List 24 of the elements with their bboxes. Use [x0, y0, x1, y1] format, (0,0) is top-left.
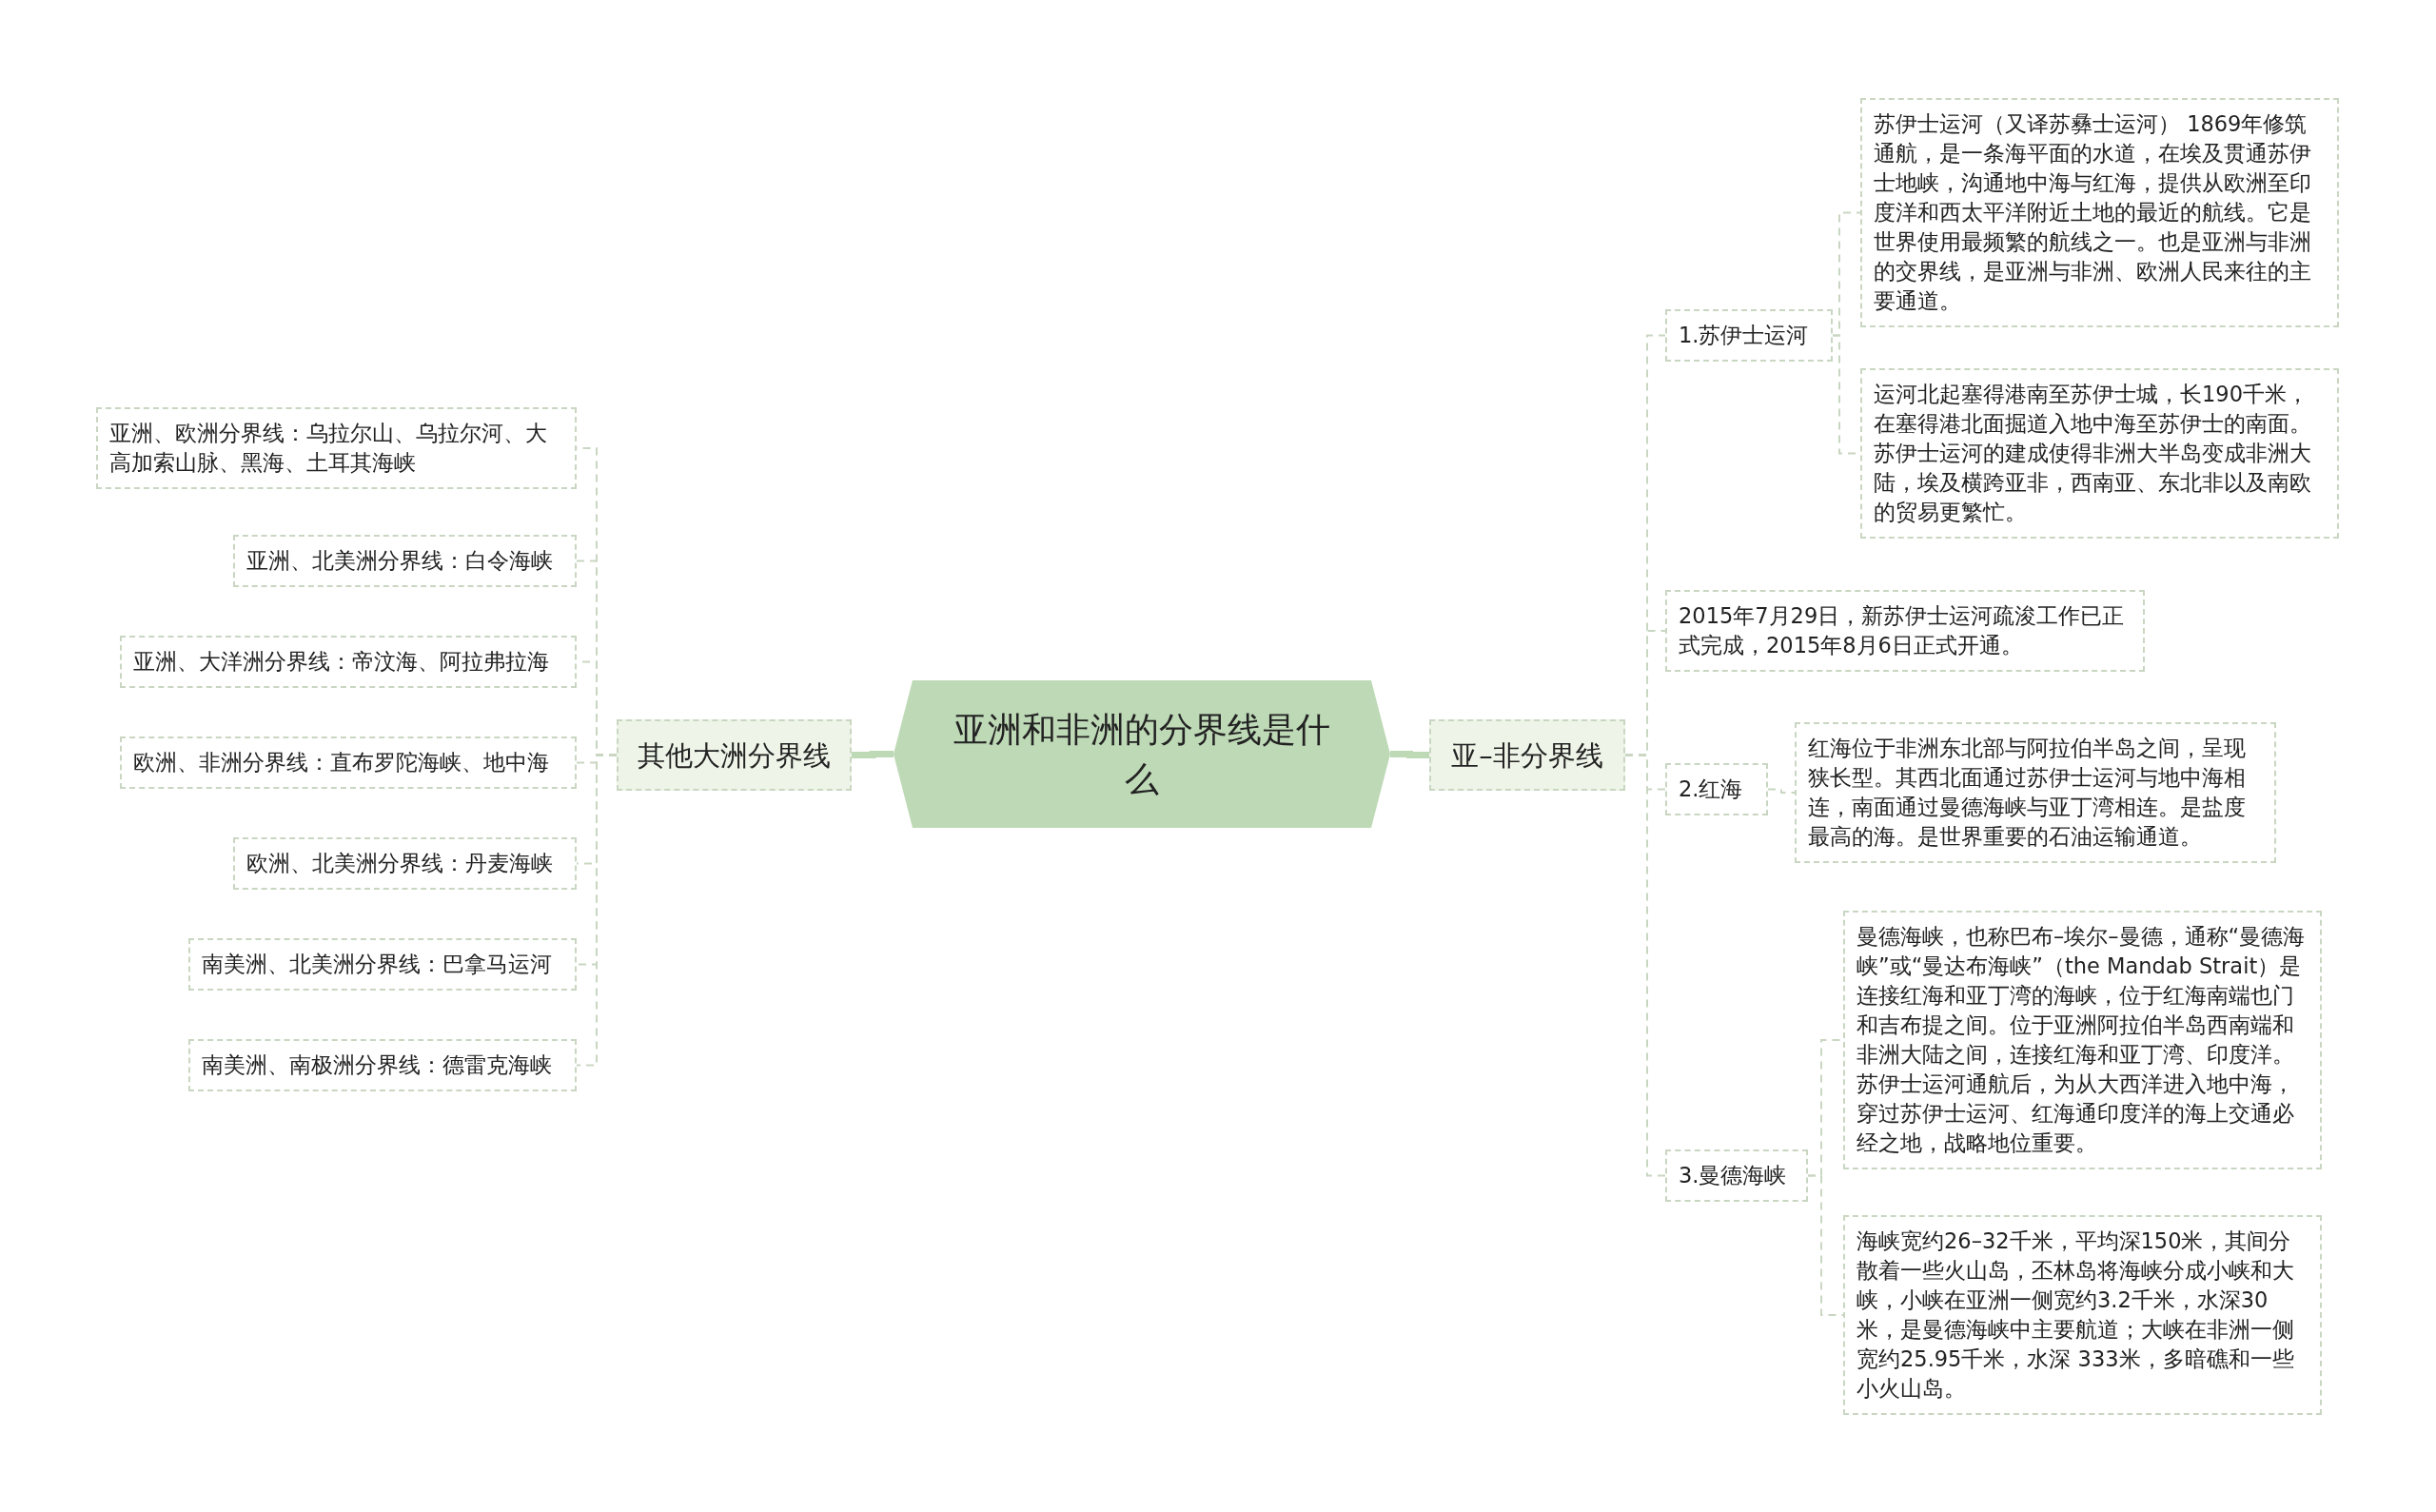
- connector-line: [576, 754, 618, 1067]
- topic-box: 2.红海: [1665, 763, 1768, 815]
- topic-box: 欧洲、北美洲分界线：丹麦海峡: [233, 837, 577, 890]
- topic-hexagon: 亚洲和非洲的分界线是什么: [894, 680, 1390, 828]
- topic-box: 1.苏伊士运河: [1665, 309, 1833, 362]
- topic-box: 苏伊士运河（又译苏彝士运河） 1869年修筑通航，是一条海平面的水道，在埃及贯通苏伊士地峡，沟通地中海与红海，提供从欧洲至印度洋和西太平洋附近土地的最近的航线。它是世界使用最频繁的航线之一。也是亚洲与非洲的交界线，是亚洲与非洲、欧洲人民来往的主要通道。: [1860, 98, 2339, 327]
- connector-line: [1807, 1174, 1844, 1316]
- topic-box: 亚洲、大洋洲分界线：帝汶海、阿拉弗拉海: [120, 636, 577, 688]
- branch-box: 亚–非分界线: [1429, 719, 1625, 791]
- topic-box: 3.曼德海峡: [1665, 1149, 1808, 1202]
- topic-box: 红海位于非洲东北部与阿拉伯半岛之间，呈现狭长型。其西北面通过苏伊士运河与地中海相连，南面通过曼德海峡与亚丁湾相连。是盐度最高的海。是世界重要的石油运输通道。: [1795, 722, 2276, 863]
- connector-line: [1767, 788, 1796, 794]
- topic-box: 亚洲、欧洲分界线：乌拉尔山、乌拉尔河、大高加索山脉、黑海、土耳其海峡: [96, 407, 577, 489]
- topic-box: 南美洲、北美洲分界线：巴拿马运河: [188, 938, 577, 991]
- branch-box: 其他大洲分界线: [617, 719, 852, 791]
- connector-line: [852, 751, 894, 758]
- topic-box: 欧洲、非洲分界线：直布罗陀海峡、地中海: [120, 736, 577, 789]
- topic-box: 运河北起塞得港南至苏伊士城，长190千米，在塞得港北面掘道入地中海至苏伊士的南面。苏伊士运河的建成使得非洲大半岛变成非洲大陆，埃及横跨亚非，西南亚、东北非以及南欧的贸易更繁忙。: [1860, 368, 2339, 539]
- connector-line: [1390, 751, 1429, 758]
- topic-box: 亚洲、北美洲分界线：白令海峡: [233, 535, 577, 587]
- topic-box: 海峡宽约26–32千米，平均深150米，其间分散着一些火山岛，丕林岛将海峡分成小峡和大峡，小峡在亚洲一侧宽约3.2千米，水深30米，是曼德海峡中主要航道；大峡在非洲一侧宽约25.95千米，水深 333米，多暗礁和一些小火山岛。: [1843, 1215, 2322, 1415]
- topic-box: 2015年7月29日，新苏伊士运河疏浚工作已正式完成，2015年8月6日正式开通。: [1665, 590, 2145, 672]
- topic-box: 南美洲、南极洲分界线：德雷克海峡: [188, 1039, 577, 1091]
- topic-box: 曼德海峡，也称巴布–埃尔–曼德，通称“曼德海峡”或“曼达布海峡”（the Mandab Strait）是连接红海和亚丁湾的海峡，位于红海南端也门和吉布提之间。位于亚洲阿拉伯半岛西南端和非洲大陆之间，连接红海和亚丁湾、印度洋。苏伊士运河通航后，为从大西洋进入地中海，穿过苏伊士运河、红海通印度洋的海上交通必经之地，战略地位重要。: [1843, 911, 2322, 1169]
